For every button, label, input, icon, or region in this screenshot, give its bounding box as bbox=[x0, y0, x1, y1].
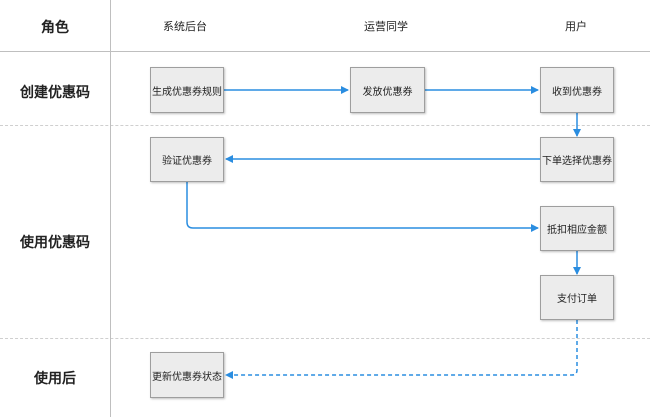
node-issue-coupon: 发放优惠券 bbox=[350, 67, 425, 113]
node-deduct-amount: 抵扣相应金额 bbox=[540, 206, 614, 251]
phase-divider-1 bbox=[0, 125, 650, 126]
header-divider bbox=[0, 51, 650, 52]
lane-header-user: 用户 bbox=[565, 20, 587, 33]
role-column-header: 角色 bbox=[41, 20, 69, 36]
node-update-coupon-status: 更新优惠券状态 bbox=[150, 352, 224, 398]
node-order-select-coupon: 下单选择优惠券 bbox=[540, 137, 614, 182]
node-verify-coupon: 验证优惠券 bbox=[150, 137, 224, 182]
phase-label-after: 使用后 bbox=[34, 371, 76, 387]
role-column-divider bbox=[110, 0, 111, 417]
phase-label-use: 使用优惠码 bbox=[20, 235, 90, 251]
node-generate-coupon-rule: 生成优惠券规则 bbox=[150, 67, 224, 113]
node-receive-coupon: 收到优惠券 bbox=[540, 67, 614, 113]
lane-header-operations: 运营同学 bbox=[364, 20, 408, 33]
arrow-pay-to-update bbox=[225, 320, 578, 379]
arrow-verify-to-deduct bbox=[186, 182, 539, 232]
phase-divider-2 bbox=[0, 338, 650, 339]
lane-header-backend: 系统后台 bbox=[163, 20, 207, 33]
phase-label-create: 创建优惠码 bbox=[20, 85, 90, 101]
node-pay-order: 支付订单 bbox=[540, 275, 614, 320]
